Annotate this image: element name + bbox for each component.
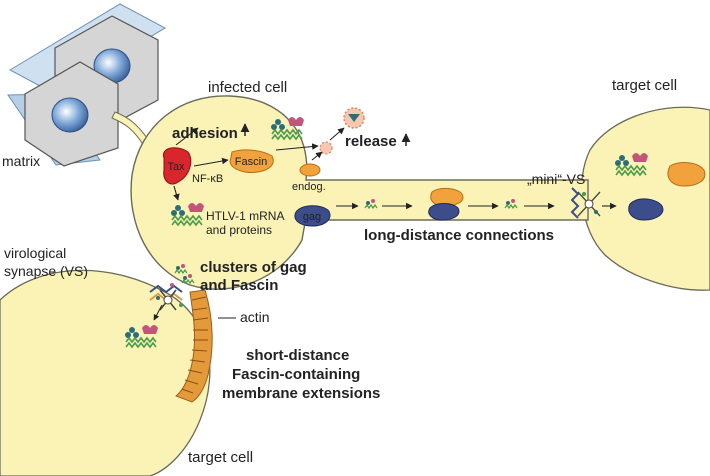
- short-distance-label-line3: membrane extensions: [222, 385, 380, 402]
- tube-transport: [336, 187, 555, 221]
- target-cell-bottom-label: target cell: [188, 449, 253, 466]
- increase-arrows: [240, 123, 411, 146]
- actin-extension: [175, 289, 213, 403]
- htlv-label-line1: HTLV-1 mRNA: [206, 209, 284, 223]
- vs-label-line2: synapse (VS): [4, 263, 88, 279]
- htlv-label-line2: and proteins: [206, 223, 272, 237]
- short-distance-label-line1: short-distance: [246, 347, 349, 364]
- tax-label: Tax: [167, 161, 185, 173]
- actin-label: actin: [240, 309, 270, 325]
- target-cell-top-label: target cell: [612, 77, 677, 94]
- budding-virion: [319, 141, 333, 155]
- fascin-right-target: [667, 162, 706, 187]
- matrix-label: matrix: [2, 153, 40, 169]
- long-distance-label: long-distance connections: [364, 227, 554, 244]
- release-label: release: [345, 133, 397, 150]
- mini-vs-structure: [570, 187, 617, 219]
- mini-vs-label: „mini“-VS: [527, 171, 585, 187]
- matrix-cell-bottom: [24, 61, 119, 167]
- gag-right-target: [628, 198, 664, 221]
- endog-label: endog.: [292, 181, 326, 193]
- gag-label: gag: [303, 211, 321, 223]
- gag-protein: gag: [294, 205, 331, 227]
- endog-fascin: [299, 163, 321, 177]
- clusters-label-line1: clusters of gag: [200, 259, 307, 276]
- released-virion: [343, 107, 365, 129]
- fascin-label: Fascin: [235, 156, 267, 168]
- signaling-arrows: [173, 127, 345, 201]
- clusters-label-line2: and Fascin: [200, 277, 278, 294]
- tax-protein: Tax: [162, 147, 192, 185]
- fascin-protein: Fascin: [229, 149, 274, 173]
- nfkb-label: NF-κB: [192, 173, 223, 185]
- infected-cell: [130, 95, 589, 290]
- matrix-tissue: [7, 3, 167, 167]
- target-cell-bottom: [0, 269, 211, 476]
- short-distance-label-line2: Fascin-containing: [232, 366, 360, 383]
- adhesion-label: adhesion: [172, 125, 238, 142]
- virological-synapse: [149, 283, 183, 311]
- vs-label-line1: virological: [4, 245, 66, 261]
- infected-cell-label: infected cell: [208, 79, 287, 96]
